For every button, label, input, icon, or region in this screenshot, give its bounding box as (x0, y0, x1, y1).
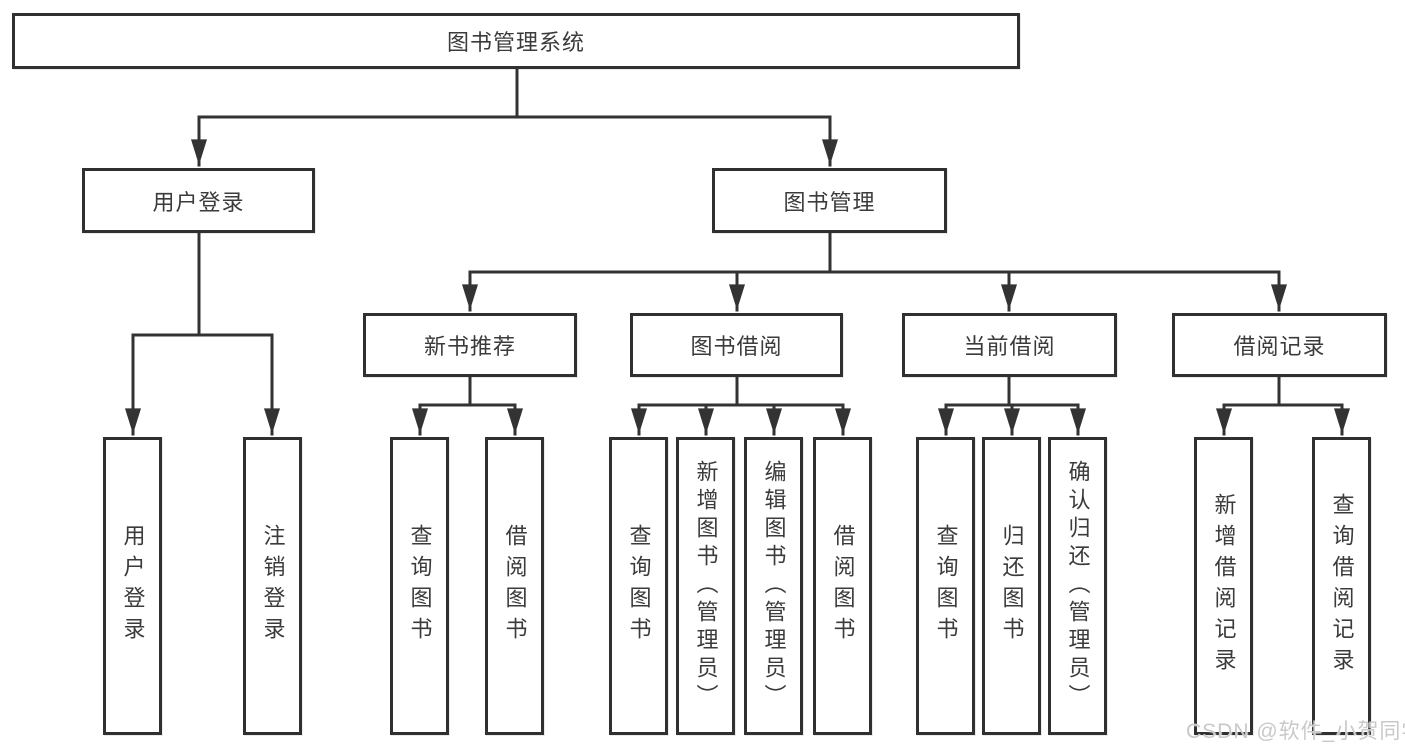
connector-newbooks-trunk (418, 375, 517, 407)
connector-mgmt-trunk (468, 231, 1281, 274)
leaf-edit-books-admin: 编辑图书（管理员） (744, 437, 803, 735)
leaf-query-books-1: 查询图书 (390, 437, 449, 735)
leaf-confirm-return-admin: 确认归还（管理员） (1048, 437, 1107, 735)
leaf-add-borrow-record: 新增借阅记录 (1194, 437, 1253, 735)
node-label: 确认归还（管理员） (1065, 460, 1091, 712)
connector-records-trunk (1222, 375, 1344, 407)
connector-root-trunk (197, 67, 832, 119)
leaf-query-borrow-record: 查询借阅记录 (1312, 437, 1371, 735)
node-label: 借阅记录 (1233, 334, 1326, 359)
node-root-system: 图书管理系统 (12, 13, 1020, 69)
node-label: 编辑图书（管理员） (761, 460, 787, 712)
node-label: 图书管理系统 (446, 30, 585, 55)
leaf-user-login: 用户登录 (103, 437, 162, 735)
node-borrowing-records: 借阅记录 (1172, 313, 1387, 377)
node-label: 用户登录 (120, 524, 146, 648)
node-user-login: 用户登录 (82, 168, 315, 233)
connector-borrow-trunk (637, 375, 845, 407)
node-book-management: 图书管理 (712, 168, 947, 233)
node-label: 归还图书 (999, 524, 1025, 648)
node-new-book-recommend: 新书推荐 (363, 313, 577, 377)
node-label: 新增图书（管理员） (693, 460, 719, 712)
node-label: 查询图书 (407, 524, 433, 648)
node-label: 图书借阅 (690, 334, 783, 359)
node-label: 查询借阅记录 (1329, 493, 1355, 679)
node-label: 用户登录 (152, 189, 245, 215)
node-current-borrowing: 当前借阅 (902, 313, 1117, 377)
node-book-borrowing: 图书借阅 (630, 313, 843, 377)
node-label: 新增借阅记录 (1211, 493, 1237, 679)
node-label: 借阅图书 (830, 524, 856, 648)
leaf-query-books-3: 查询图书 (916, 437, 975, 735)
leaf-return-books: 归还图书 (982, 437, 1041, 735)
leaf-borrow-books-1: 借阅图书 (485, 437, 544, 735)
node-label: 图书管理 (783, 189, 876, 215)
connector-login-trunk (131, 231, 274, 337)
node-label: 查询图书 (626, 524, 652, 648)
leaf-logout: 注销登录 (243, 437, 302, 735)
node-label: 注销登录 (260, 524, 286, 648)
node-label: 查询图书 (933, 524, 959, 648)
leaf-add-books-admin: 新增图书（管理员） (676, 437, 735, 735)
connector-current-trunk (944, 375, 1080, 407)
leaf-borrow-books-2: 借阅图书 (813, 437, 872, 735)
node-label: 当前借阅 (963, 334, 1056, 359)
node-label: 新书推荐 (423, 334, 516, 359)
node-label: 借阅图书 (502, 524, 528, 648)
leaf-query-books-2: 查询图书 (609, 437, 668, 735)
